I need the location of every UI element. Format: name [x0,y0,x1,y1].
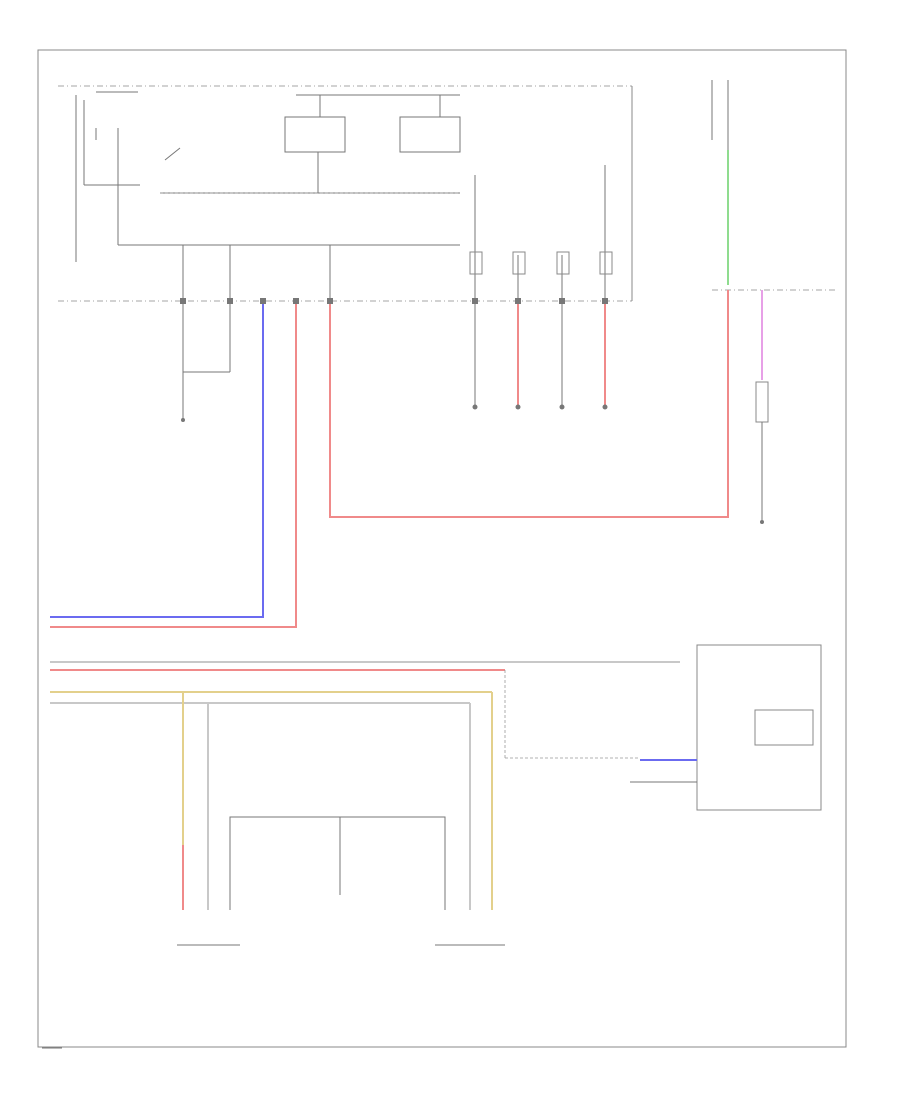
right-fuse-circuit [711,80,835,524]
ground-left [181,304,231,422]
lower-right-switch-block [504,644,822,811]
diagram-border [37,49,847,1048]
switch-wires [177,692,505,946]
harness-lines [50,661,680,704]
relay-module [58,85,633,302]
relay-box-1 [284,116,346,153]
red-wire-loop [329,304,729,518]
headlight-system-wires [472,304,608,410]
signal-wires-left [50,304,297,628]
module-connectors [180,298,608,304]
relay-box-2 [399,116,461,153]
